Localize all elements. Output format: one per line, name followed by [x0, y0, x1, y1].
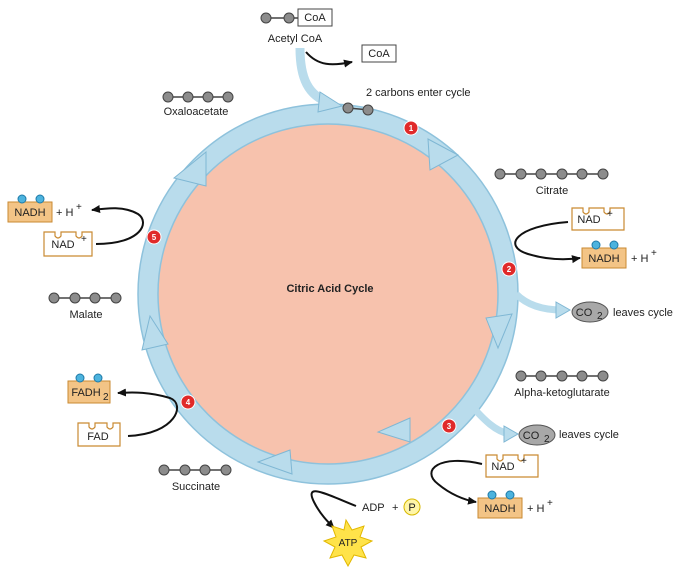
ring-arrowhead-step1 [427, 138, 460, 171]
phosphate-label: P [408, 502, 415, 514]
step-number-5: 5 [152, 233, 157, 242]
alpha-ketoglutarate-label: Alpha-ketoglutarate [514, 387, 609, 399]
malate-label: Malate [69, 309, 102, 321]
ring-arrowhead-step4b [141, 314, 169, 351]
citrate-molecule [494, 168, 609, 180]
oxaloacetate-label: Oxaloacetate [164, 106, 229, 118]
h-sup-step3: + [547, 498, 553, 509]
nad-box-step5: NAD + [43, 231, 93, 257]
nad-to-nadh-arrow-step5 [91, 205, 144, 245]
fad-to-fadh2-arrow [117, 388, 179, 437]
nad-label: NAD [51, 239, 74, 251]
adp-plus: + [392, 502, 398, 514]
h-sup-step2: + [651, 248, 657, 259]
oxaloacetate-molecule [162, 91, 234, 103]
atp-burst [322, 518, 374, 567]
succinate-molecule [158, 464, 232, 476]
adp-label: ADP [362, 502, 385, 514]
released-coa-box [361, 44, 397, 63]
acetyl-coa-molecule: CoA [260, 8, 333, 27]
acetyl-coa-tag: CoA [304, 12, 326, 24]
fad-box: FAD [77, 422, 121, 447]
enter-cycle-label: 2 carbons enter cycle [366, 87, 471, 99]
alpha-ketoglutarate-molecule [515, 370, 609, 382]
h-plus-step5: + H [56, 207, 73, 219]
malate-molecule [48, 292, 122, 304]
fad-label: FAD [87, 431, 108, 443]
leaves-cycle-label-step2: leaves cycle [613, 307, 673, 319]
coa-release-arrow [305, 51, 353, 68]
atp-label: ATP [339, 538, 358, 549]
fadh2-subscript: 2 [103, 392, 109, 403]
co2-sub-step2: 2 [597, 311, 603, 322]
co2-exit-arrowhead-step2 [555, 301, 572, 319]
nad-to-nadh-arrow-step3 [430, 459, 483, 505]
co2-bubble-step3 [518, 424, 556, 446]
step-number-4: 4 [186, 398, 191, 407]
fadh2-box: FADH 2 [67, 373, 111, 404]
cycle-inner-disc [157, 123, 499, 465]
co2-label-step3: CO [523, 430, 540, 442]
nad-box-step3: NAD + [485, 454, 539, 478]
nadh-label: NADH [14, 207, 45, 219]
step-badge-4 [180, 394, 196, 410]
adp-to-atp-arrow [310, 490, 357, 529]
co2-sub-step3: 2 [544, 434, 550, 445]
step-badge-1 [403, 120, 419, 136]
nad-to-nadh-arrow-step2 [514, 221, 581, 264]
nad-box-step2: NAD + [571, 207, 625, 231]
nadh-box-step3: NADH [477, 490, 523, 519]
co2-exit-arrow-step2 [513, 291, 563, 314]
nadh-box-step5: NADH [7, 194, 53, 223]
ring-arrowhead-step4 [256, 449, 293, 475]
nad-plus-sup: + [81, 234, 87, 245]
step-number-3: 3 [447, 422, 452, 431]
acetyl-coa-label: Acetyl CoA [268, 33, 323, 45]
step-badge-5 [146, 229, 162, 245]
two-carbon-unit [342, 102, 374, 116]
nadh-label: NADH [588, 253, 619, 265]
acetyl-entry-arrowhead [317, 91, 344, 113]
step-number-1: 1 [409, 124, 414, 133]
phosphate-circle [403, 498, 421, 516]
released-coa-label: CoA [368, 48, 390, 60]
ring-arrowhead-step3 [376, 417, 411, 443]
nad-label: NAD [491, 461, 514, 473]
ring-arrowhead-step5 [172, 150, 207, 187]
citrate-label: Citrate [536, 185, 568, 197]
succinate-label: Succinate [172, 481, 220, 493]
co2-bubble-step2 [571, 301, 609, 323]
nad-label: NAD [577, 214, 600, 226]
nad-plus-sup: + [607, 209, 613, 220]
step-badge-3 [441, 418, 457, 434]
co2-exit-arrowhead-step3 [503, 425, 520, 443]
fadh2-label: FADH [71, 387, 100, 399]
h-plus-step2: + H [631, 253, 648, 265]
center-label: Citric Acid Cycle [286, 283, 373, 295]
acetyl-entry-arrow [295, 47, 332, 108]
h-plus-step3: + H [527, 503, 544, 515]
co2-label-step2: CO [576, 307, 593, 319]
step-number-2: 2 [507, 265, 512, 274]
nad-plus-sup: + [521, 456, 527, 467]
h-sup-step5: + [76, 202, 82, 213]
ring-arrowhead-step2 [485, 313, 513, 350]
nadh-label: NADH [484, 503, 515, 515]
leaves-cycle-label-step3: leaves cycle [559, 429, 619, 441]
step-badge-2 [501, 261, 517, 277]
nadh-box-step2: NADH [581, 240, 627, 269]
